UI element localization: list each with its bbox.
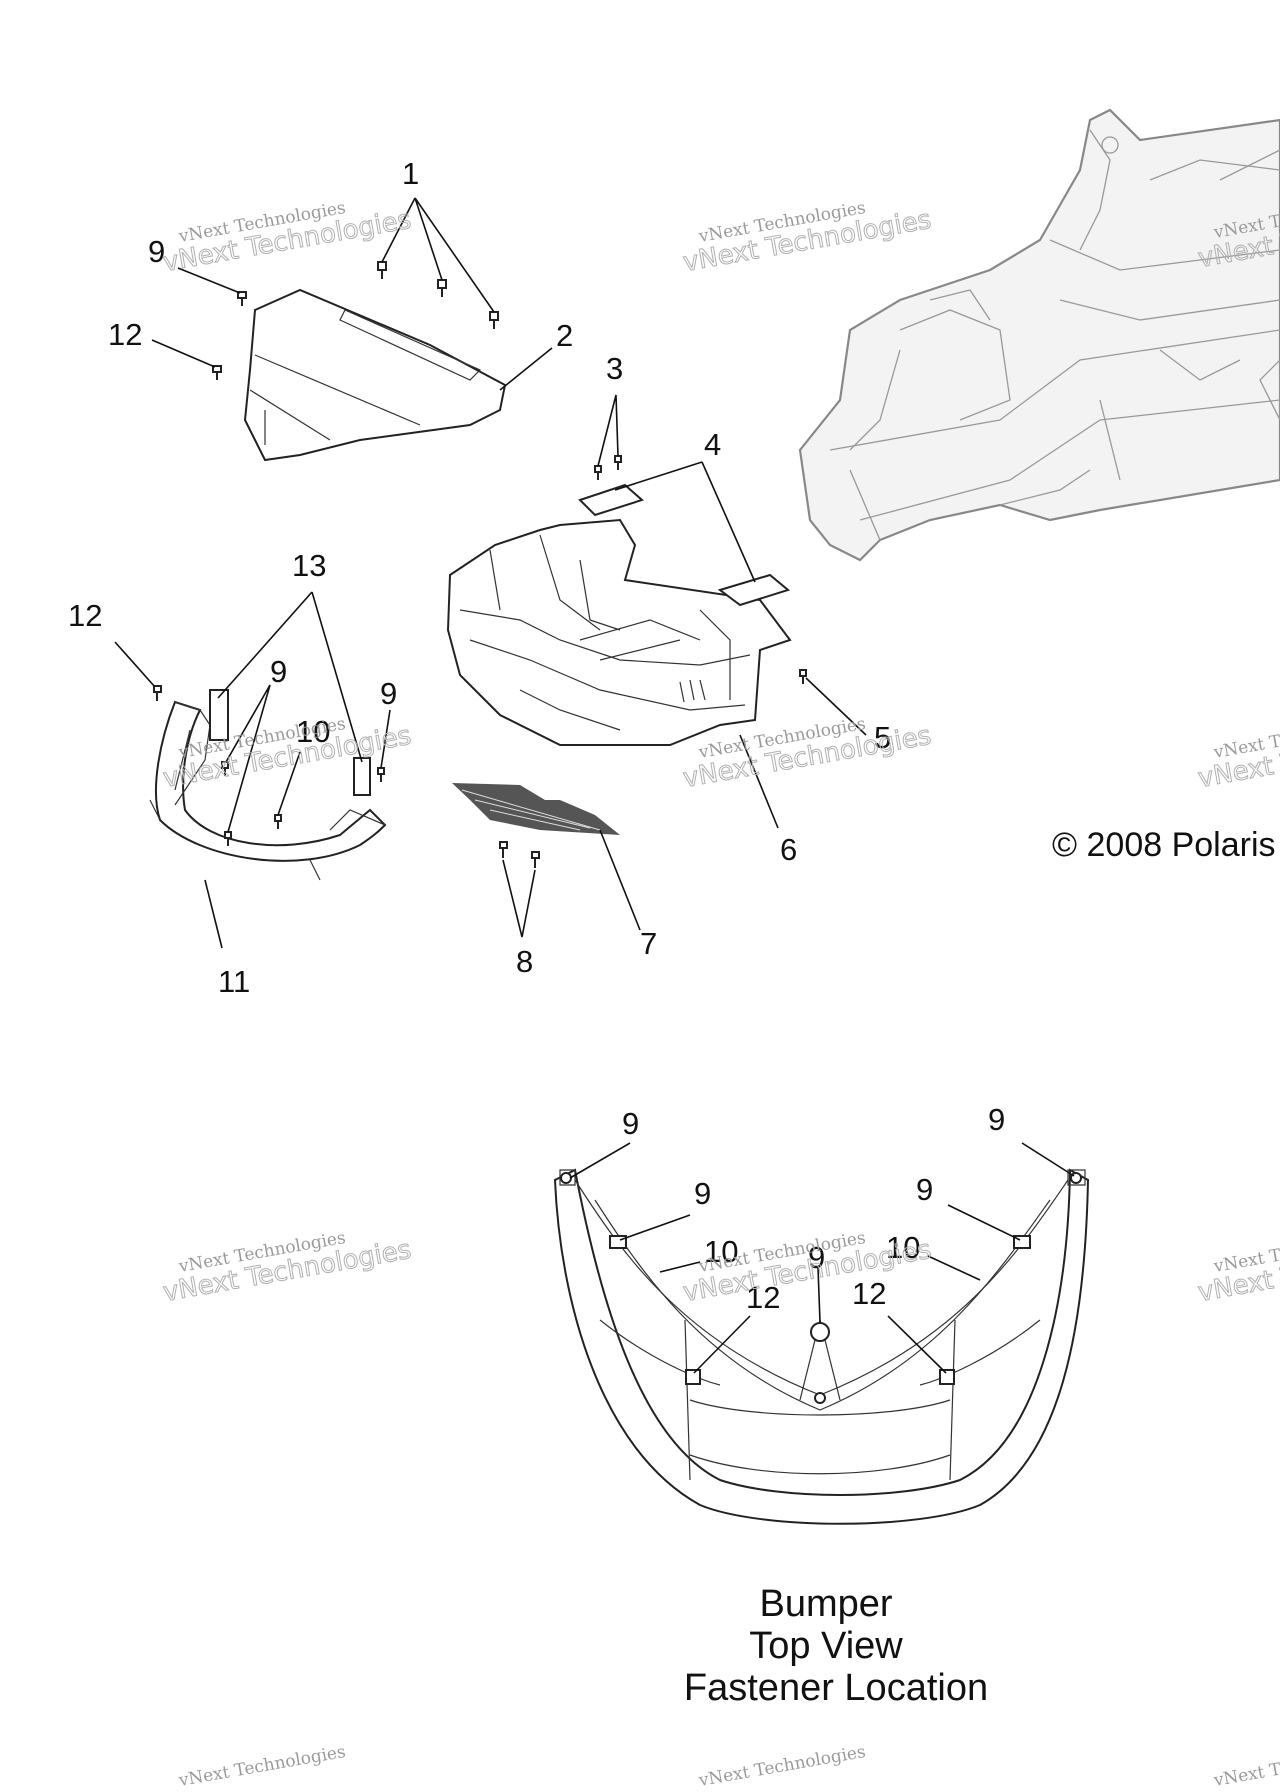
skid-plate-part-2	[243, 288, 507, 462]
callout-9: 9	[622, 1106, 639, 1141]
callout-12: 12	[68, 598, 102, 633]
fastener-group-top	[212, 261, 499, 380]
callout-9: 9	[916, 1172, 933, 1207]
callout-4: 4	[704, 427, 721, 462]
watermark: vNext Technologies	[176, 1742, 347, 1791]
bumper-title-line-2: Top View	[749, 1625, 903, 1667]
svg-text:vNext Technologies: vNext Technologies	[1211, 1742, 1280, 1791]
watermark: vNext Technologies vNext Technologies	[680, 198, 934, 279]
callout-12: 12	[108, 317, 142, 352]
callout-8: 8	[516, 944, 533, 979]
nose-pan-part-6	[446, 518, 792, 746]
watermark: vNext Technologies	[1211, 1742, 1280, 1791]
fastener-group-3-5	[594, 455, 807, 684]
callout-11: 11	[218, 964, 250, 999]
callout-12: 12	[746, 1280, 780, 1315]
watermark: vNext Technologies vNext Technologies	[1195, 1228, 1280, 1309]
callout-10: 10	[886, 1230, 920, 1265]
callout-9: 9	[808, 1240, 825, 1275]
callout-12: 12	[852, 1276, 886, 1311]
fastener-group-left	[153, 685, 385, 846]
watermark: vNext Technologies	[696, 1742, 867, 1791]
chassis-frame	[798, 108, 1280, 562]
callout-9: 9	[694, 1176, 711, 1211]
grille-part-7	[452, 783, 620, 835]
svg-text:vNext Technologies: vNext Technologies	[176, 1742, 347, 1791]
callout-1: 1	[402, 156, 419, 191]
decals-part-13	[209, 689, 371, 796]
fastener-group-8	[499, 841, 540, 868]
callout-13: 13	[292, 548, 326, 583]
svg-text:vNext Technologies: vNext Technologies	[696, 1742, 867, 1791]
callout-3: 3	[606, 351, 623, 386]
callout-labels: 1 9 12 2 3 4 13 12 9 10 9 5 6 7 8 11 9 9…	[68, 156, 1005, 1315]
decals-part-4	[578, 483, 791, 607]
leader-lines	[114, 197, 1075, 1374]
bumper-view-title: Bumper Top View Fastener Location	[684, 1583, 988, 1709]
callout-9: 9	[270, 654, 287, 689]
callout-9: 9	[380, 676, 397, 711]
callout-10: 10	[296, 714, 330, 749]
callout-5: 5	[874, 720, 891, 755]
callout-6: 6	[780, 832, 797, 867]
watermark: vNext Technologies vNext Technologies	[160, 1228, 414, 1309]
callout-9: 9	[148, 234, 165, 269]
svg-text:vNext Technologies: vNext Technologies	[1196, 721, 1280, 794]
bumper-title-line-3: Fastener Location	[684, 1667, 988, 1709]
callout-2: 2	[556, 318, 573, 353]
callout-9: 9	[988, 1102, 1005, 1137]
svg-text:vNext Technologies: vNext Technologies	[1196, 1235, 1280, 1308]
callout-10: 10	[704, 1234, 738, 1269]
watermark: vNext Technologies vNext Technologies	[160, 198, 414, 279]
bumper-title-line-1: Bumper	[759, 1583, 892, 1625]
callout-7: 7	[640, 926, 657, 961]
bumper-top-view	[553, 1168, 1090, 1525]
copyright-notice: © 2008 Polaris	[1052, 826, 1276, 864]
watermark: vNext Technologies vNext Technologies	[1195, 714, 1280, 795]
